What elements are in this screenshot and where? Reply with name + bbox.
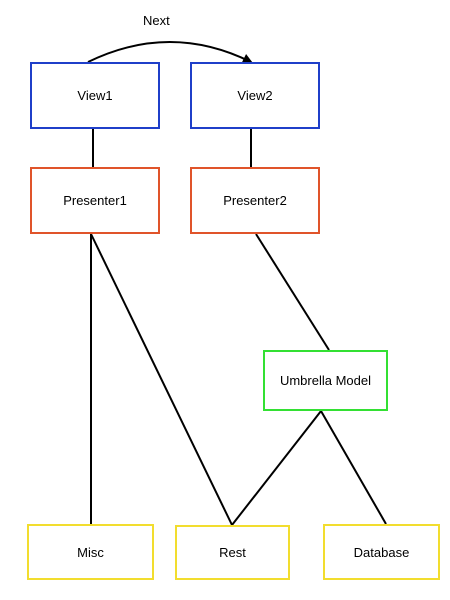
node-presenter2[interactable]: Presenter2 — [190, 167, 320, 234]
edge-view1-view2-arrow — [87, 41, 253, 63]
edge-presenter2-umbrella-model — [255, 233, 330, 351]
node-view2[interactable]: View2 — [190, 62, 320, 129]
node-presenter1[interactable]: Presenter1 — [30, 167, 160, 234]
node-database[interactable]: Database — [323, 524, 440, 580]
node-umbrella-model[interactable]: Umbrella Model — [263, 350, 388, 411]
edge-umbrella-model-rest — [231, 410, 322, 526]
node-view1[interactable]: View1 — [30, 62, 160, 129]
node-rest-label: Rest — [219, 545, 246, 560]
node-view2-label: View2 — [237, 88, 273, 103]
edge-presenter1-rest — [90, 233, 233, 526]
edge-umbrella-model-database — [320, 410, 387, 525]
node-database-label: Database — [353, 544, 410, 560]
node-rest[interactable]: Rest — [175, 525, 290, 580]
node-umbrella-model-label: Umbrella Model — [279, 373, 372, 388]
edge-label-next: Next — [143, 13, 170, 28]
node-presenter2-label: Presenter2 — [223, 193, 287, 208]
node-presenter1-label: Presenter1 — [63, 193, 127, 208]
node-misc[interactable]: Misc — [27, 524, 154, 580]
node-view1-label: View1 — [77, 88, 113, 103]
node-misc-label: Misc — [77, 544, 104, 560]
